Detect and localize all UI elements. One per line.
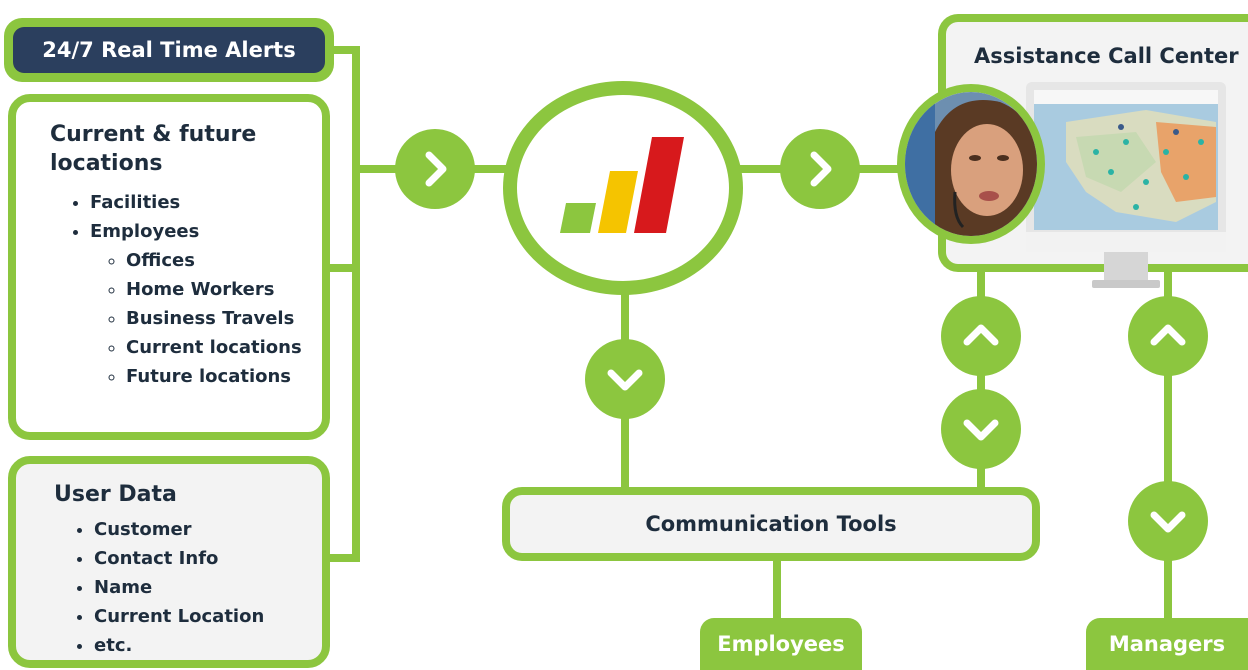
user-data-box: User Data Customer Contact Info Name Cur… bbox=[8, 456, 330, 668]
connector-callcenter-to-comm bbox=[977, 270, 985, 490]
logo-bar-red bbox=[634, 137, 684, 233]
list-item: Home Workers bbox=[126, 275, 322, 304]
list-item: Business Travels bbox=[126, 304, 322, 333]
communication-tools-label: Communication Tools bbox=[645, 512, 897, 536]
employees-label: Employees bbox=[700, 618, 862, 670]
managers-label: Managers bbox=[1086, 618, 1248, 670]
arrow-down-icon bbox=[941, 389, 1021, 469]
list-item: Contact Info bbox=[94, 544, 322, 573]
list-item: Future locations bbox=[126, 362, 322, 391]
arrow-up-icon bbox=[1128, 296, 1208, 376]
agent-avatar bbox=[897, 84, 1045, 244]
connector-locations-horizontal bbox=[320, 264, 360, 272]
employees-sublist: Offices Home Workers Business Travels Cu… bbox=[90, 246, 322, 391]
list-item: Name bbox=[94, 573, 322, 602]
list-item: Current Location bbox=[94, 602, 322, 631]
connector-alerts-horizontal bbox=[330, 46, 360, 54]
connector-comm-to-employees bbox=[773, 558, 781, 620]
real-time-alerts-box: 24/7 Real Time Alerts bbox=[4, 18, 334, 82]
logo-bar-green bbox=[560, 203, 596, 233]
arrow-down-icon bbox=[1128, 481, 1208, 561]
user-data-list: Customer Contact Info Name Current Locat… bbox=[54, 515, 322, 660]
list-item: Current locations bbox=[126, 333, 322, 362]
call-center-title: Assistance Call Center bbox=[974, 44, 1239, 68]
user-data-title: User Data bbox=[54, 482, 177, 507]
locations-box: Current & future locations Facilities Em… bbox=[8, 94, 330, 440]
platform-hub bbox=[503, 81, 743, 295]
list-item: Customer bbox=[94, 515, 322, 544]
arrow-up-icon bbox=[941, 296, 1021, 376]
connector-callcenter-to-managers bbox=[1164, 270, 1172, 620]
real-time-alerts-label: 24/7 Real Time Alerts bbox=[13, 27, 325, 73]
logo-icon bbox=[560, 137, 684, 233]
communication-tools-box: Communication Tools bbox=[502, 487, 1040, 561]
connector-userdata-horizontal bbox=[322, 554, 360, 562]
assistance-call-center-box: Assistance Call Center bbox=[938, 14, 1248, 288]
monitor-map-icon bbox=[1026, 82, 1226, 288]
arrow-down-icon bbox=[585, 339, 665, 419]
logo-bar-yellow bbox=[598, 171, 638, 233]
list-item: Facilities bbox=[90, 188, 322, 217]
locations-title: Current & future locations bbox=[50, 122, 257, 176]
arrow-right-icon bbox=[780, 129, 860, 209]
list-item: Employees Offices Home Workers Business … bbox=[90, 217, 322, 391]
list-item: Offices bbox=[126, 246, 322, 275]
list-item: etc. bbox=[94, 631, 322, 660]
person-icon bbox=[905, 92, 1037, 236]
locations-list: Facilities Employees Offices Home Worker… bbox=[50, 188, 322, 391]
connector-left-vertical bbox=[352, 46, 360, 562]
arrow-right-icon bbox=[395, 129, 475, 209]
